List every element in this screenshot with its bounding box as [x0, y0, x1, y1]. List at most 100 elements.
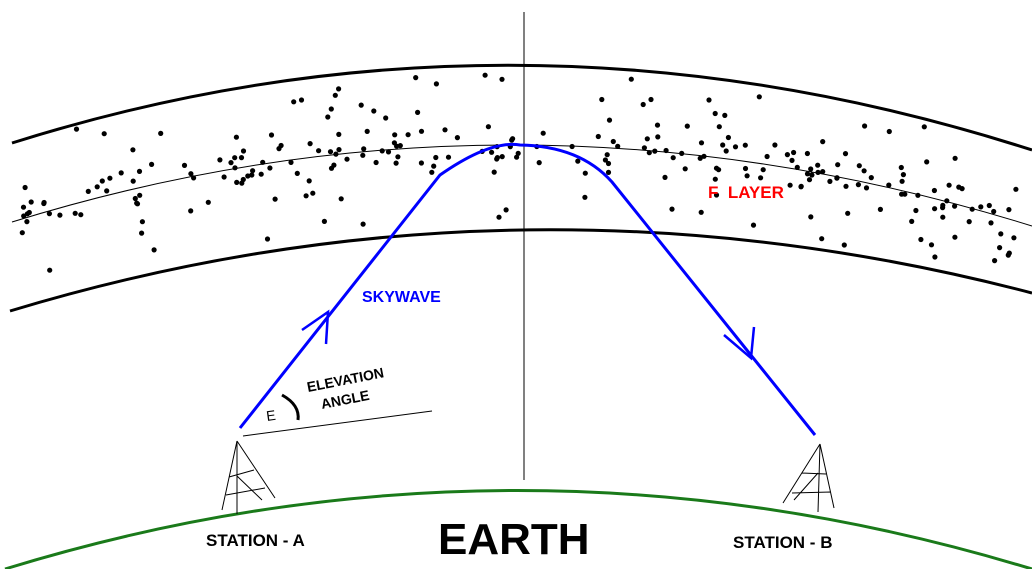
- ionization-dot: [72, 210, 78, 216]
- ionization-dot: [132, 195, 138, 202]
- ionization-dot: [969, 206, 975, 212]
- ionization-dot: [134, 201, 141, 207]
- ionization-dot: [924, 159, 930, 165]
- ionization-dot: [442, 127, 448, 133]
- ionization-dot: [931, 187, 938, 194]
- ionization-dot: [405, 132, 411, 138]
- ionization-dot: [260, 159, 266, 165]
- ionization-dot: [540, 130, 546, 136]
- ionization-dot: [742, 165, 749, 172]
- ionization-dot: [158, 130, 164, 136]
- skywave-label: SKYWAVE: [362, 289, 441, 306]
- ionization-dot: [946, 182, 952, 188]
- ionization-dot: [804, 171, 811, 177]
- ionization-dot: [599, 96, 605, 103]
- ionization-dot: [333, 151, 339, 157]
- arrowhead-icon: [723, 326, 756, 361]
- ionization-dot: [698, 209, 704, 215]
- ionization-dot: [415, 109, 421, 115]
- ionization-dot: [361, 146, 367, 152]
- ionization-dot: [307, 141, 313, 147]
- ionization-dot: [221, 174, 227, 180]
- ionization-dot: [684, 123, 690, 129]
- ionization-dot: [393, 160, 399, 166]
- ionization-dot: [321, 218, 327, 224]
- ionization-dot: [899, 178, 905, 184]
- ionization-dot: [491, 169, 497, 175]
- ionization-dot: [610, 138, 616, 145]
- ionization-dot: [291, 99, 297, 105]
- ionization-dot: [239, 180, 245, 186]
- ionization-dot: [648, 96, 654, 103]
- ionization-dot: [899, 191, 905, 197]
- ionization-dot: [364, 128, 370, 134]
- ionization-dot: [57, 212, 63, 218]
- ionization-dot: [820, 139, 826, 145]
- ionization-dot: [784, 152, 791, 158]
- skywave-path: [238, 142, 817, 436]
- ionization-dot: [861, 168, 867, 174]
- ionization-dot: [268, 132, 275, 138]
- ionization-dot: [602, 157, 609, 163]
- ionization-dot: [28, 199, 34, 205]
- ionization-dot: [845, 210, 851, 216]
- ionization-dot: [328, 106, 334, 112]
- ionization-dot: [932, 254, 938, 260]
- ionization-dot: [336, 86, 342, 92]
- ionization-dot: [336, 131, 342, 137]
- ionization-dot: [669, 206, 675, 212]
- ionization-dot: [78, 212, 84, 218]
- ionization-dot: [868, 175, 874, 181]
- ionization-dot: [712, 176, 718, 182]
- ionization-dot: [228, 160, 234, 166]
- ionization-dot: [809, 172, 815, 178]
- ionization-dots: [19, 72, 1019, 273]
- ionization-dot: [496, 214, 502, 220]
- ionization-dot: [834, 175, 840, 181]
- ionization-dot: [877, 206, 884, 212]
- ionization-dot: [485, 124, 491, 130]
- ionization-dot: [806, 177, 813, 183]
- ionization-dot: [433, 81, 439, 87]
- ionization-dot: [303, 193, 309, 199]
- ionization-dot: [966, 219, 972, 225]
- ionization-dot: [298, 97, 305, 103]
- ionization-dot: [663, 147, 669, 154]
- ionization-dot: [909, 218, 915, 224]
- f-layer-upper-boundary: [11, 63, 1032, 152]
- ionization-dot: [249, 172, 255, 178]
- ionization-dot: [764, 153, 770, 160]
- ionization-dot: [278, 142, 284, 149]
- ionization-dot: [662, 174, 668, 180]
- ionization-dot: [238, 155, 245, 161]
- ionization-dot: [928, 242, 935, 248]
- ionization-dot: [205, 199, 211, 205]
- ionization-dot: [99, 178, 105, 184]
- ionization-dot: [19, 230, 25, 236]
- ionization-dot: [232, 165, 238, 171]
- ionization-dot: [514, 154, 520, 160]
- ionization-dot: [791, 149, 797, 156]
- ionization-dot: [720, 142, 726, 148]
- ionization-dot: [431, 163, 437, 169]
- ionization-dot: [181, 162, 188, 168]
- angle-symbol-label: E: [265, 407, 276, 424]
- ionization-dot: [499, 154, 505, 160]
- ionization-dot: [489, 149, 495, 155]
- ionization-dot: [130, 178, 136, 184]
- ionization-dot: [26, 209, 32, 216]
- ionization-dot: [992, 258, 998, 264]
- ionization-dot: [306, 178, 312, 184]
- ionization-dot: [327, 149, 334, 155]
- ionization-dot: [101, 131, 107, 137]
- ionization-dot: [640, 101, 646, 108]
- ionization-dot: [332, 92, 338, 98]
- ionization-dot: [379, 148, 385, 154]
- antenna-tower-icon: [782, 443, 835, 513]
- ionization-dot: [245, 173, 251, 179]
- ionization-dot: [679, 150, 685, 156]
- ionization-dot: [139, 219, 145, 225]
- ionization-dot: [392, 132, 398, 138]
- ionization-dot: [118, 170, 124, 176]
- ionization-dot: [536, 160, 542, 166]
